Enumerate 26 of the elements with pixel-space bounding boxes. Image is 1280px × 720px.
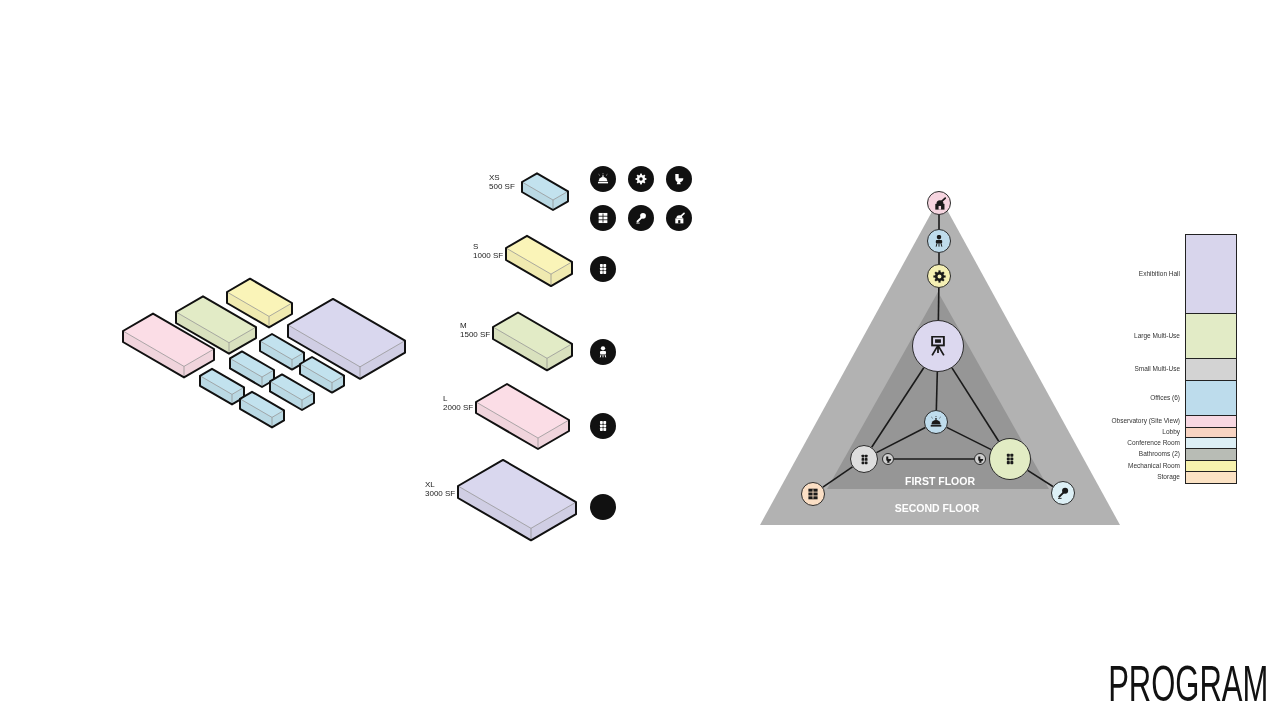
area-label: 1000 SF [473,251,504,260]
area-label: 1500 SF [460,330,491,339]
size-label: XL [425,480,435,489]
size-label: S [473,242,479,251]
size-label: L [443,394,448,403]
size-label: M [460,321,467,330]
connector-line [937,287,940,321]
area-label: 3000 SF [425,489,456,498]
zone-label: FIRST FLOOR [905,475,975,487]
connector-line [875,426,927,454]
connector-line [870,366,925,449]
connector-line [945,426,992,451]
connector-line [951,367,1000,443]
connector-line [938,252,940,265]
page-title: PROGRAM [1107,659,1268,709]
zone-label: SECOND FLOOR [894,502,980,514]
connector-line [935,371,939,411]
space-bubble [927,191,951,215]
area-label: 2000 SF [443,403,474,412]
area-label: 500 SF [489,182,515,191]
connector-line [822,466,854,488]
floor-zone [827,292,1049,489]
size-label: XS [489,173,500,182]
connector-line [1026,469,1054,488]
connector-line [893,458,975,460]
connector-line [938,214,940,230]
